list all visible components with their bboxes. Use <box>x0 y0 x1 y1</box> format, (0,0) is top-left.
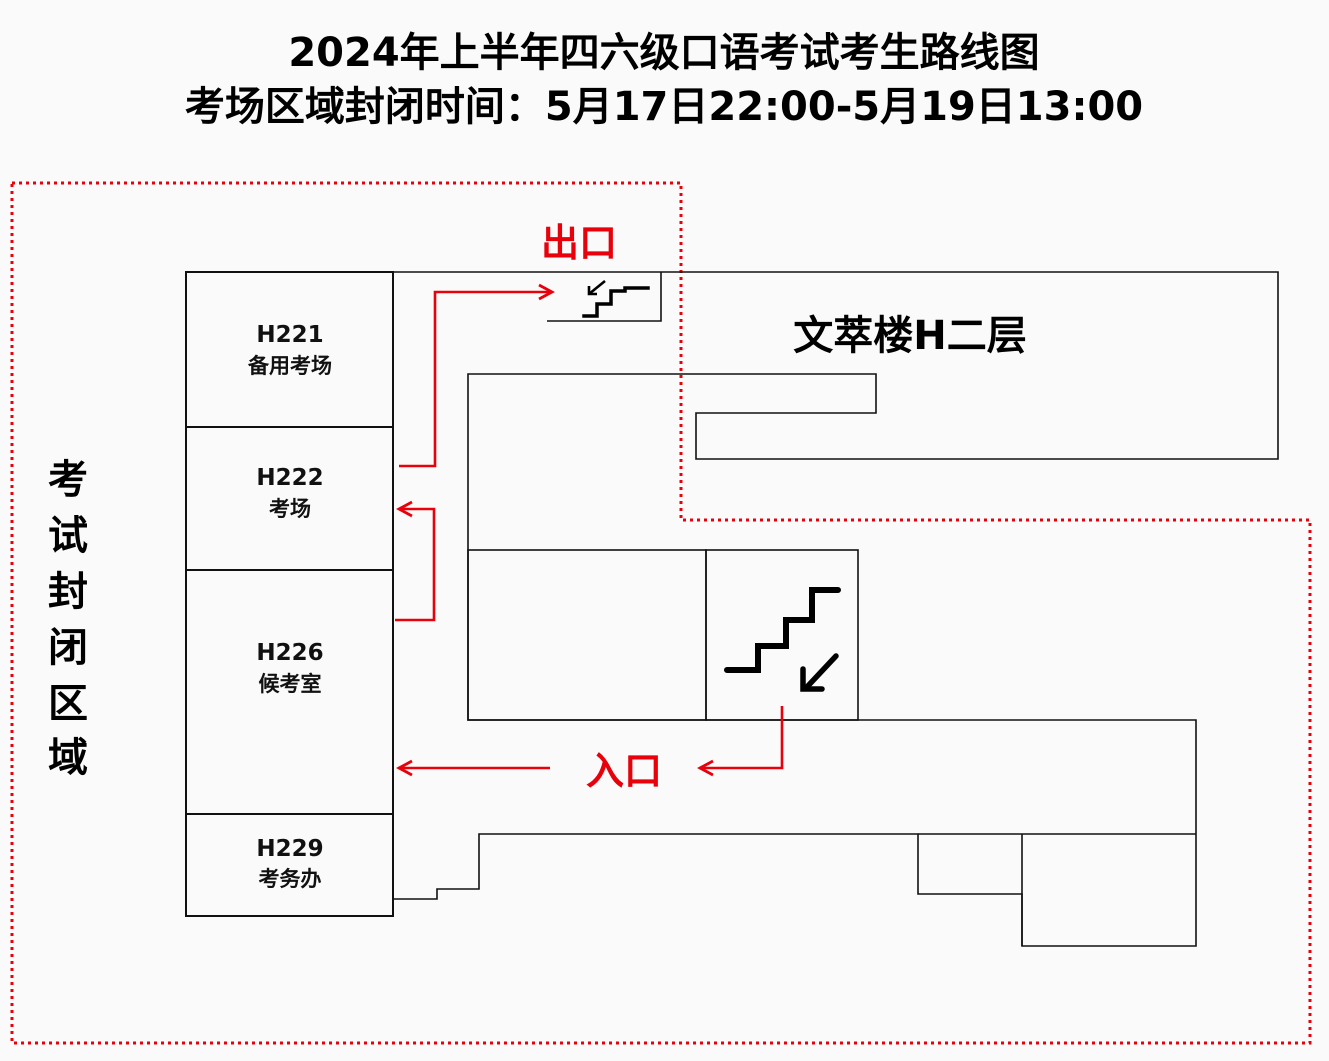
room-name: 考务办 <box>259 867 322 891</box>
room-name: 备用考场 <box>247 354 332 378</box>
room-name: 考场 <box>269 497 311 521</box>
exit-label: 出口 <box>541 221 617 265</box>
zone-char-3: 封 <box>48 569 88 615</box>
room-code: H221 <box>256 322 323 348</box>
room-code: H222 <box>256 465 323 491</box>
closure-time: 考场区域封闭时间：5月17日22:00-5月19日13:00 <box>185 84 1143 130</box>
building-label: 文萃楼H二层 <box>793 313 1026 359</box>
map-title: 2024年上半年四六级口语考试考生路线图 <box>288 30 1039 76</box>
room-h229: H229 考务办 <box>185 813 394 917</box>
route-to-exam-room <box>395 500 436 622</box>
zone-char-6: 域 <box>48 735 88 781</box>
route-arrows <box>395 283 784 777</box>
room-h222: H222 考场 <box>185 426 394 571</box>
room-code: H229 <box>256 836 323 862</box>
building-walls <box>393 271 1279 947</box>
stairs-down-icon <box>582 279 650 318</box>
room-h221: H221 备用考场 <box>185 271 394 428</box>
route-from-stairs <box>697 706 784 777</box>
zone-char-2: 试 <box>48 513 88 559</box>
entrance-label: 入口 <box>586 749 662 793</box>
zone-char-1: 考 <box>48 457 88 503</box>
route-to-exit <box>399 283 555 468</box>
room-name: 候考室 <box>259 672 322 696</box>
room-h226: H226 候考室 <box>185 569 394 815</box>
closed-zone-label: 考 试 封 闭 区 域 <box>48 457 88 781</box>
room-code: H226 <box>256 640 323 666</box>
zone-char-5: 区 <box>48 681 88 727</box>
zone-char-4: 闭 <box>48 625 88 671</box>
stairs-down-icon <box>724 587 841 692</box>
